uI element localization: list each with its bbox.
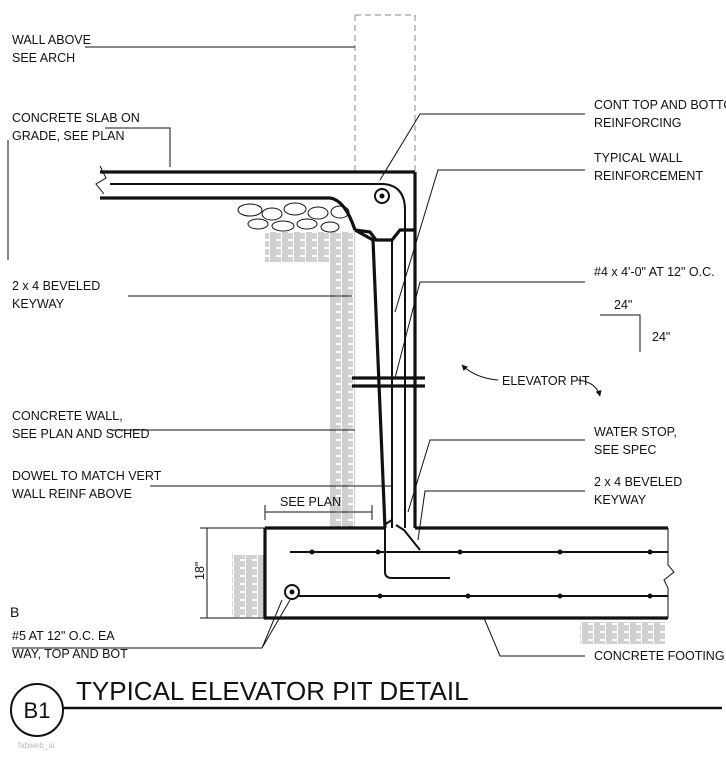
note-wall-2: SEE PLAN AND SCHED <box>12 427 150 441</box>
dimension-lines <box>200 314 641 619</box>
concrete-wall <box>352 172 425 551</box>
title-block: B1 TYPICAL ELEVATOR PIT DETAIL fabweb_ai <box>10 676 722 750</box>
note-keyway-r-2: KEYWAY <box>594 493 647 507</box>
note-slab-1: CONCRETE SLAB ON <box>12 111 140 125</box>
note-cont-2: REINFORCING <box>594 116 682 130</box>
note-waterstop-1: WATER STOP, <box>594 425 677 439</box>
note-keyway-2: KEYWAY <box>12 297 65 311</box>
note-wallreinf-2: REINFORCEMENT <box>594 169 703 183</box>
note-slab-2: GRADE, SEE PLAN <box>12 129 125 143</box>
soil-hatch <box>232 232 665 644</box>
note-bars-2: WAY, TOP AND BOT <box>12 647 128 661</box>
note-wallreinf-1: TYPICAL WALL <box>594 151 683 165</box>
note-dowel-1: DOWEL TO MATCH VERT <box>12 469 162 483</box>
note-wall-above-2: SEE ARCH <box>12 51 75 65</box>
note-wall-1: CONCRETE WALL, <box>12 409 123 423</box>
note-keyway-1: 2 x 4 BEVELED <box>12 279 100 293</box>
elevator-pit-arrows <box>461 364 602 397</box>
watermark: fabweb_ai <box>18 741 55 750</box>
dim-keyway-width: 24" <box>614 298 632 312</box>
section-mark: B <box>10 604 19 620</box>
note-bars4: #4 x 4'-0" AT 12" O.C. <box>594 265 715 279</box>
page-title: TYPICAL ELEVATOR PIT DETAIL <box>76 676 469 706</box>
dim-see-plan: SEE PLAN <box>280 495 341 509</box>
left-notes: WALL ABOVE SEE ARCH CONCRETE SLAB ON GRA… <box>10 33 162 661</box>
right-notes: CONT TOP AND BOTTOM REINFORCING TYPICAL … <box>502 98 726 663</box>
left-leader-lines <box>7 46 392 649</box>
gravel-fill <box>237 202 350 233</box>
concrete-footing <box>263 526 675 620</box>
detail-tag-circle <box>10 683 64 737</box>
dim-footing-depth: 18" <box>193 562 207 580</box>
slab-on-grade <box>95 165 415 231</box>
right-leader-lines <box>379 113 585 657</box>
note-bars-1: #5 AT 12" O.C. EA <box>12 629 115 643</box>
dim-keyway-height: 24" <box>652 330 670 344</box>
detail-tag: B1 <box>24 698 51 723</box>
note-dowel-2: WALL REINF ABOVE <box>12 487 132 501</box>
note-footing: CONCRETE FOOTING <box>594 649 725 663</box>
note-elevator-pit: ELEVATOR PIT <box>502 374 590 388</box>
note-cont-1: CONT TOP AND BOTTOM <box>594 98 726 112</box>
note-wall-above-1: WALL ABOVE <box>12 33 91 47</box>
note-keyway-r-1: 2 x 4 BEVELED <box>594 475 682 489</box>
wall-above-outline <box>354 14 416 172</box>
note-waterstop-2: SEE SPEC <box>594 443 657 457</box>
